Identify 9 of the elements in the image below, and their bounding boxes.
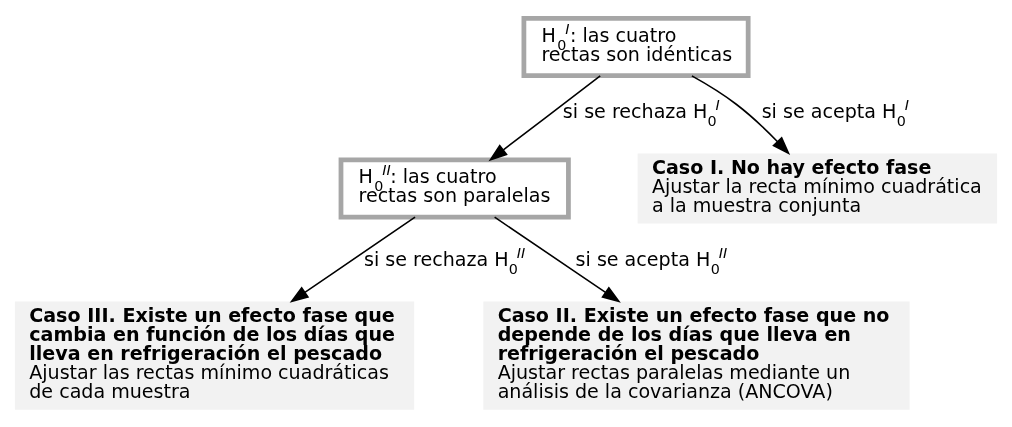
arrow (289, 215, 416, 303)
node-box: Caso III. Existe un efecto fase que cambia en función de los días que lleva en refrigeración el pescado Ajustar las rectas mínimo cuadráticas de cada muestra (14, 301, 415, 410)
node-box: H$_{0}$$^{II}$: las cuatro rectas son paralelas (338, 157, 571, 220)
node-box: H$_{0}$$^{I}$: las cuatro rectas son idénticas (521, 15, 751, 78)
node-box: Caso I. No hay efecto fase Ajustar la recta mínimo cuadrática a la muestra conjunta (637, 153, 998, 224)
arrow (691, 74, 791, 155)
node-box: Caso II. Existe un efecto fase que no depende de los días que lleva en refrigeración el pescado Ajustar rectas paralelas mediante un análisis de la covarianza (ANCOVA) (483, 301, 910, 410)
arrow (493, 215, 621, 303)
arrow (488, 74, 601, 161)
